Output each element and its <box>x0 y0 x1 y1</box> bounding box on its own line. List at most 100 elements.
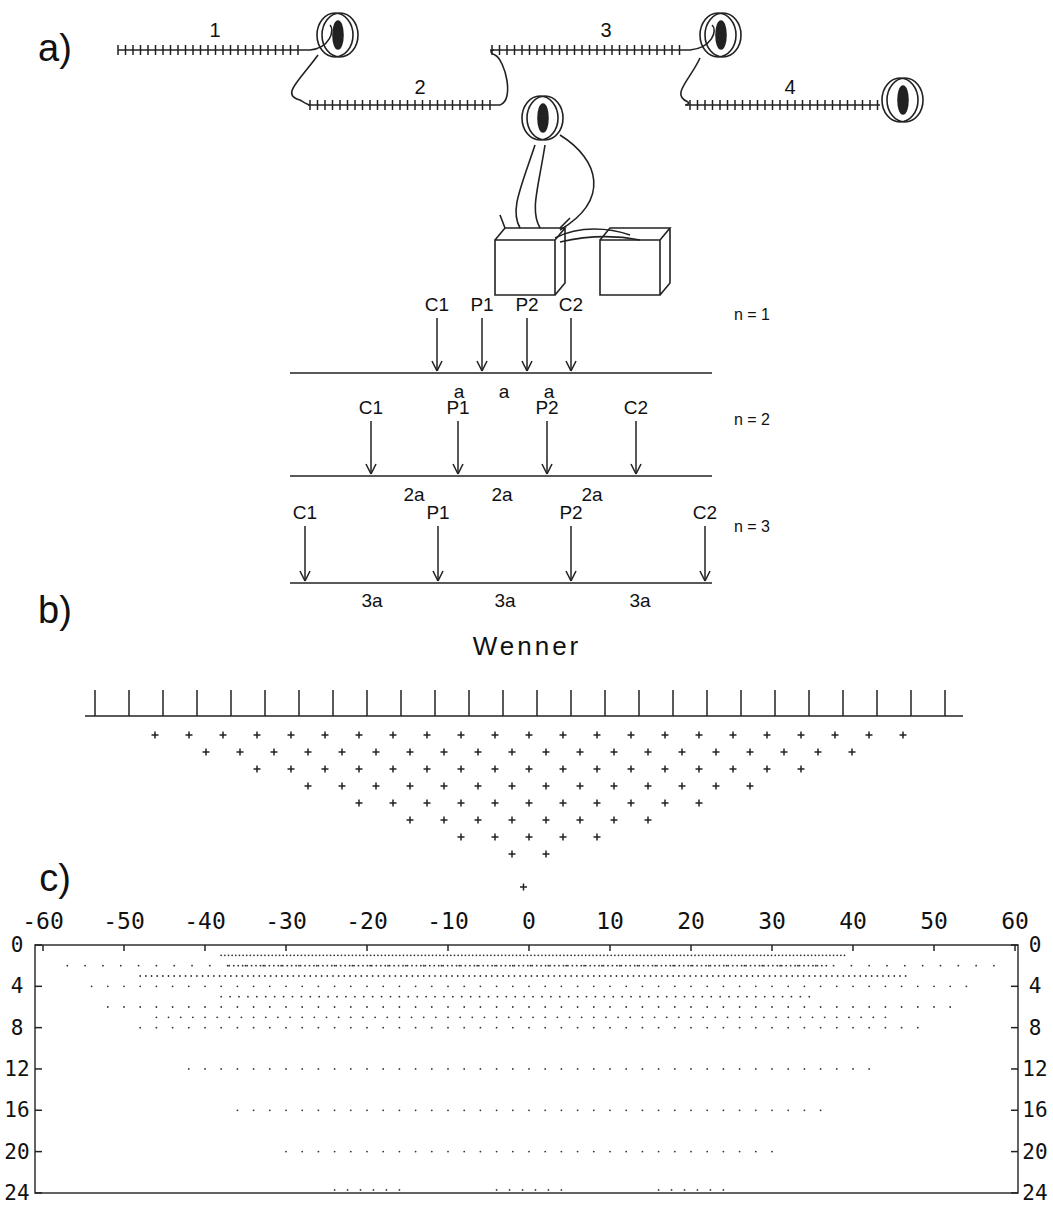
electrode-tick <box>529 45 531 55</box>
data-point <box>490 954 492 956</box>
data-point <box>497 996 499 998</box>
electrode-tick <box>779 100 781 110</box>
diagram-label: n = 3 <box>734 519 770 535</box>
data-point <box>680 954 682 956</box>
datum-plus <box>494 732 496 739</box>
electrode-tick <box>324 100 326 110</box>
data-point <box>804 985 806 987</box>
electrode-tick <box>570 690 572 716</box>
data-point <box>458 965 460 967</box>
data-point <box>107 1006 109 1008</box>
data-point <box>428 954 430 956</box>
data-point <box>204 985 206 987</box>
diagram-label: C2 <box>624 398 648 417</box>
data-point <box>833 954 835 956</box>
data-point <box>355 954 357 956</box>
axis-tick <box>35 1151 42 1153</box>
data-point <box>338 1016 340 1018</box>
data-point <box>752 975 754 977</box>
data-point <box>352 965 354 967</box>
arrow-head <box>571 361 576 371</box>
datum-plus <box>800 732 802 739</box>
data-point <box>709 954 711 956</box>
data-point <box>706 1027 708 1029</box>
data-point <box>349 975 351 977</box>
data-point <box>304 965 306 967</box>
data-point <box>480 1068 482 1070</box>
data-point <box>647 965 649 967</box>
data-point <box>666 996 668 998</box>
data-point <box>156 975 158 977</box>
data-point <box>850 965 852 967</box>
data-point <box>561 1027 563 1029</box>
data-point <box>491 975 493 977</box>
diagram-label: 2a <box>403 485 424 504</box>
data-point <box>293 954 295 956</box>
data-point <box>752 954 754 956</box>
data-point <box>496 1016 498 1018</box>
data-point <box>577 996 579 998</box>
electrode-tick <box>589 45 591 55</box>
data-point <box>484 1016 486 1018</box>
data-point <box>516 954 518 956</box>
data-point <box>204 1016 206 1018</box>
data-point <box>219 975 221 977</box>
data-point <box>405 965 407 967</box>
data-point <box>190 975 192 977</box>
data-point <box>360 975 362 977</box>
data-point <box>678 965 680 967</box>
data-point <box>434 975 436 977</box>
electrode-tick <box>309 100 311 110</box>
electrode-tick <box>384 100 386 110</box>
data-point <box>479 954 481 956</box>
data-point <box>652 965 654 967</box>
data-point <box>347 1189 349 1191</box>
electrode-tick <box>551 45 553 55</box>
axis-tick <box>852 945 854 951</box>
data-point <box>253 985 255 987</box>
data-point <box>746 996 748 998</box>
data-point <box>246 965 248 967</box>
data-point <box>428 975 430 977</box>
arrow-head <box>542 464 547 474</box>
data-point <box>561 1068 563 1070</box>
data-point <box>541 954 543 956</box>
datum-plus <box>494 800 496 807</box>
data-point <box>687 954 689 956</box>
data-point <box>577 1151 579 1153</box>
electrode-tick <box>742 100 744 110</box>
electrode-arrow <box>526 318 528 371</box>
data-point <box>593 1151 595 1153</box>
data-point <box>366 985 368 987</box>
data-point <box>496 1006 498 1008</box>
diagram-label: P1 <box>426 503 449 522</box>
data-point <box>382 985 384 987</box>
electrode-tick <box>392 100 394 110</box>
data-point <box>705 965 707 967</box>
datum-plus <box>664 732 666 739</box>
data-point <box>334 985 336 987</box>
axis-tick <box>1011 1027 1018 1029</box>
data-point <box>423 975 425 977</box>
data-point <box>350 1109 352 1111</box>
data-point <box>398 965 400 967</box>
data-point <box>476 965 478 967</box>
axis-label: 0 <box>1029 935 1042 956</box>
data-point <box>440 975 442 977</box>
data-point <box>885 1016 887 1018</box>
data-point <box>102 965 104 967</box>
panel-letter: c) <box>39 859 71 897</box>
electrode-tick <box>468 690 470 716</box>
electrode-tick <box>910 690 912 716</box>
data-point <box>399 1151 401 1153</box>
data-point <box>658 1006 660 1008</box>
data-point <box>710 1189 712 1191</box>
data-point <box>702 1016 704 1018</box>
data-point <box>694 954 696 956</box>
data-point <box>814 975 816 977</box>
data-point <box>933 1006 935 1008</box>
data-point <box>235 954 237 956</box>
axis-label: -30 <box>265 910 307 933</box>
data-point <box>327 996 329 998</box>
datum-plus <box>409 783 411 790</box>
